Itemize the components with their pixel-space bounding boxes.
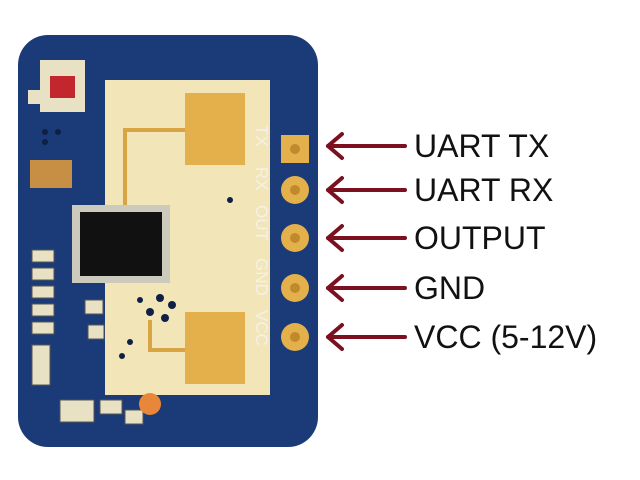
callout-label-uart-rx: UART RX: [414, 172, 553, 208]
silk-label-out: OUT: [252, 205, 271, 241]
smd-component: [28, 90, 40, 104]
patch-antenna-bottom: [185, 312, 245, 384]
callout-arrows: [326, 132, 407, 351]
arrow-tx: [326, 132, 407, 160]
silk-label-rx: RX: [252, 167, 271, 191]
passive-components: [31, 249, 144, 425]
arrow-vcc: [326, 323, 407, 351]
antenna-trace: [123, 128, 185, 215]
silk-label-gnd: GND: [252, 258, 271, 296]
smd-component-red: [40, 60, 85, 112]
silk-label-tx: TX: [252, 125, 271, 147]
vias: [42, 129, 233, 359]
callout-label-vcc: VCC (5-12V): [414, 319, 597, 355]
arrow-gnd: [326, 274, 407, 302]
arrow-rx: [326, 176, 407, 204]
arrow-out: [326, 224, 407, 252]
ic-chip: [72, 205, 170, 283]
callout-label-output: OUTPUT: [414, 220, 546, 256]
orange-component: [139, 393, 161, 415]
header-pins: [281, 135, 309, 351]
callout-label-uart-tx: UART TX: [414, 128, 549, 164]
callout-label-gnd: GND: [414, 270, 485, 306]
silk-label-vcc: VCC: [252, 310, 271, 346]
patch-antenna-top: [185, 93, 245, 165]
smd-component: [30, 160, 72, 188]
antenna-trace-lower: [148, 320, 185, 352]
silkscreen-labels: TX RX OUT GND VCC: [252, 125, 271, 346]
